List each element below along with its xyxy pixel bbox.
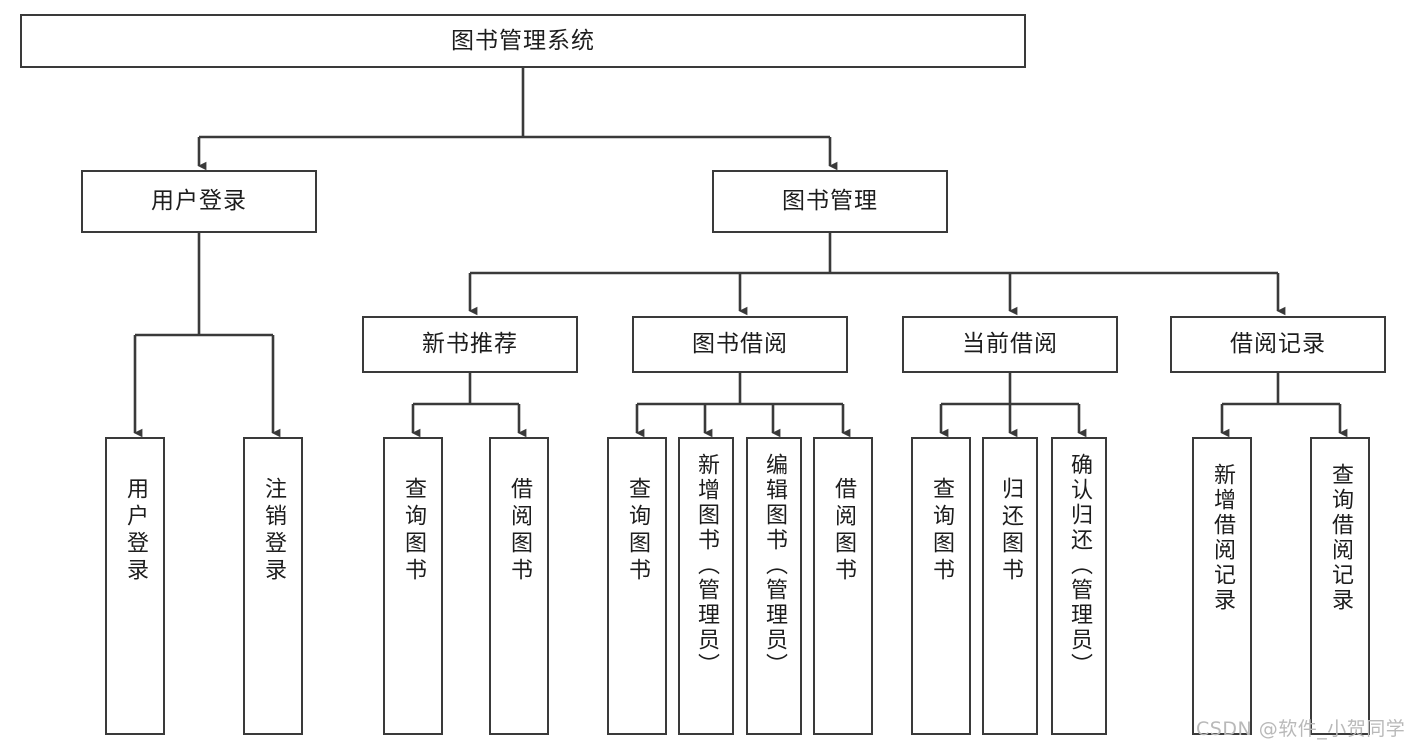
node-label: 归还图书 [998,477,1023,585]
node-label: 用户登录 [151,188,247,215]
leaf-borrow-book-recommend[interactable]: 借阅图书 [489,437,549,735]
csdn-watermark: CSDN @软件_小贺同学 [1196,718,1405,740]
leaf-query-book-borrow[interactable]: 查询图书 [607,437,667,735]
node-label: 编辑图书（管理员） [762,453,787,678]
node-book-management[interactable]: 图书管理 [712,170,948,233]
node-label: 新书推荐 [422,331,518,358]
node-label: 用户登录 [123,477,148,585]
leaf-user-logout[interactable]: 注销登录 [243,437,303,735]
node-label: 借阅图书 [507,477,532,585]
node-borrow-record[interactable]: 借阅记录 [1170,316,1386,373]
leaf-edit-book-admin[interactable]: 编辑图书（管理员） [746,437,802,735]
leaf-add-book-admin[interactable]: 新增图书（管理员） [678,437,734,735]
node-label: 图书管理 [782,188,878,215]
node-new-book-recommend[interactable]: 新书推荐 [362,316,578,373]
node-label: 借阅图书 [831,477,856,585]
node-label: 查询图书 [929,477,954,585]
node-label: 新增图书（管理员） [694,453,719,678]
node-label: 图书借阅 [692,331,788,358]
node-current-borrow[interactable]: 当前借阅 [902,316,1118,373]
node-label: 图书管理系统 [451,27,595,54]
node-book-borrow[interactable]: 图书借阅 [632,316,848,373]
node-root-system[interactable]: 图书管理系统 [20,14,1026,68]
node-label: 当前借阅 [962,331,1058,358]
leaf-add-borrow-record[interactable]: 新增借阅记录 [1192,437,1252,735]
node-label: 注销登录 [261,477,286,585]
leaf-user-login[interactable]: 用户登录 [105,437,165,735]
leaf-query-borrow-record[interactable]: 查询借阅记录 [1310,437,1370,735]
node-label: 查询借阅记录 [1328,463,1353,613]
node-label: 查询图书 [625,477,650,585]
node-label: 借阅记录 [1230,331,1326,358]
node-label: 确认归还（管理员） [1067,453,1092,678]
leaf-query-book-current[interactable]: 查询图书 [911,437,971,735]
node-label: 新增借阅记录 [1210,463,1235,613]
node-label: 查询图书 [401,477,426,585]
leaf-borrow-book[interactable]: 借阅图书 [813,437,873,735]
leaf-query-book-recommend[interactable]: 查询图书 [383,437,443,735]
leaf-return-book[interactable]: 归还图书 [982,437,1038,735]
node-user-login[interactable]: 用户登录 [81,170,317,233]
leaf-confirm-return-admin[interactable]: 确认归还（管理员） [1051,437,1107,735]
